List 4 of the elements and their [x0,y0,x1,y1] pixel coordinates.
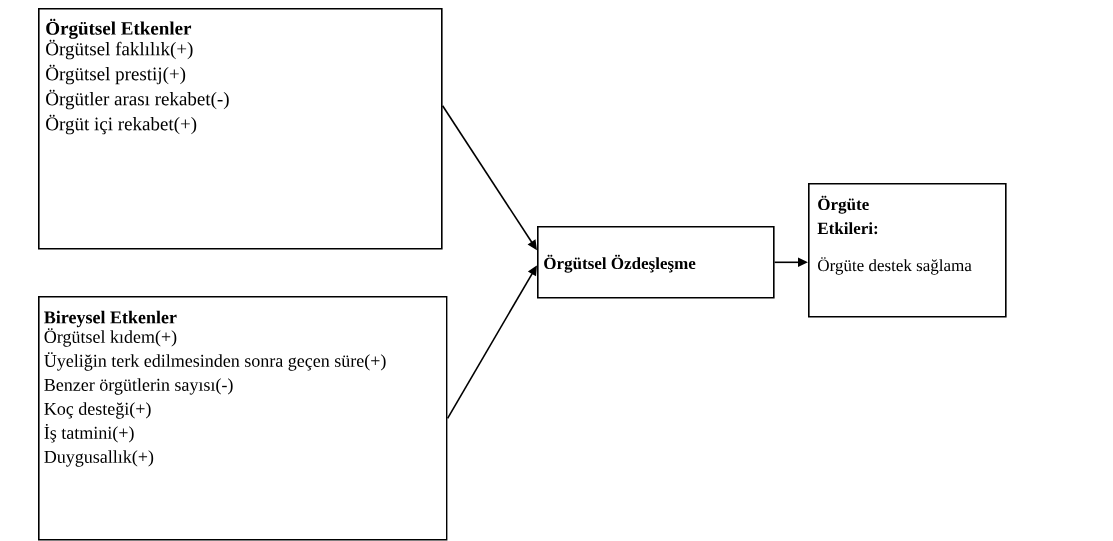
factor-box: Bireysel Etkenler Örgütsel kıdem(+) Üyeliğin terk edilmesinden sonra geçen süre(+) Benzer örgütlerin sayısı(-) Koç desteği(+) İş tatmini(+) Duygusallık(+) [38,296,448,541]
outcome-box: Örgüte Etkileri: Örgüte destek sağlama [808,183,1007,318]
factor-box: Örgütsel Etkenler Örgütsel faklılık(+) Örgütsel prestij(+) Örgütler arası rekabet(-) Örgüt içi rekabet(+) [38,8,443,250]
concept-box: Örgütsel Özdeşleşme [537,226,775,299]
